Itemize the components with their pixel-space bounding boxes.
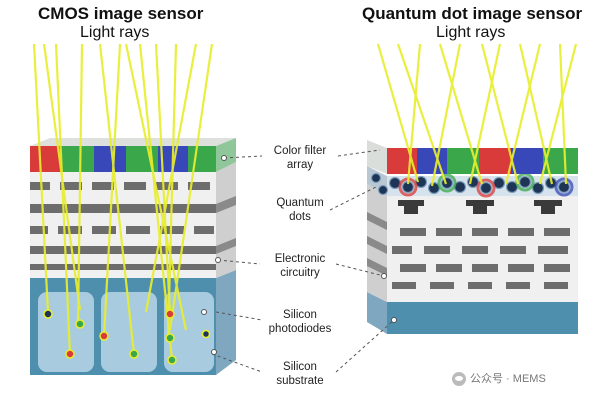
watermark-text: 公众号 · MEMS <box>470 373 546 385</box>
callout-photodiodes-line1: Silicon <box>283 309 317 321</box>
qd-filter-red <box>479 148 511 174</box>
cmos-detection-dot <box>201 329 211 339</box>
callout-electronic-line1: Electronic <box>274 253 326 265</box>
callout-quantum-dots-line1: Quantum <box>276 197 324 209</box>
cmos-title: CMOS image sensor <box>38 4 204 23</box>
cmos-photodiode <box>101 292 157 372</box>
qd-light-rays-label: Light rays <box>436 24 506 41</box>
callout-silicon-substrate: Silicon substrate <box>264 360 336 388</box>
cmos-detection-dot <box>165 309 175 319</box>
cmos-detection-dot <box>165 333 175 343</box>
qd-circuit-blocks <box>392 228 570 289</box>
watermark: 公众号 · MEMS <box>452 370 546 387</box>
qd-filter-blue <box>417 148 447 174</box>
cmos-detection-dot <box>75 319 85 329</box>
cmos-detection-dot <box>65 349 75 359</box>
cmos-detection-dot <box>167 355 177 365</box>
callout-silicon-photodiodes: Silicon photodiodes <box>264 308 336 336</box>
cmos-photodiode <box>38 292 94 372</box>
qd-filter-blue <box>511 148 543 174</box>
callout-substrate-line1: Silicon <box>283 361 317 373</box>
cmos-filter-red <box>30 146 62 172</box>
qd-title: Quantum dot image sensor <box>362 4 583 23</box>
wechat-icon <box>452 372 466 387</box>
callout-leaders <box>211 149 395 373</box>
cmos-detection-dot <box>43 309 53 319</box>
cmos-light-rays-label: Light rays <box>80 24 150 41</box>
callout-color-filter: Color filter array <box>264 144 336 172</box>
cmos-filter-green <box>188 146 216 172</box>
qd-filter-side <box>367 140 387 174</box>
callout-photodiodes-line2: photodiodes <box>268 323 332 335</box>
qd-substrate-side <box>367 292 387 334</box>
qd-light-rays <box>376 43 578 187</box>
qd-circuit-side-blocks <box>367 212 387 276</box>
cmos-circuit-side-blocks <box>216 196 236 254</box>
callout-color-filter-line2: array <box>286 159 314 171</box>
cmos-substrate-side <box>216 270 236 375</box>
qd-sensor <box>367 43 578 334</box>
callout-points <box>201 155 397 355</box>
callout-electronic-line2: circuitry <box>280 267 320 279</box>
cmos-filter-green <box>62 146 94 172</box>
callout-substrate-line2: substrate <box>276 375 324 387</box>
cmos-filter-side <box>216 138 236 172</box>
callout-quantum-dots: Quantum dots <box>264 196 336 224</box>
qd-silicon-substrate <box>387 302 578 334</box>
callout-color-filter-line1: Color filter <box>273 145 327 157</box>
cmos-filter-blue <box>94 146 126 172</box>
cmos-sensor <box>30 43 236 375</box>
cmos-light-rays <box>32 43 214 361</box>
callout-electronic-circuitry: Electronic circuitry <box>264 252 336 280</box>
callout-quantum-dots-line2: dots <box>289 211 311 223</box>
cmos-detection-dot <box>129 349 139 359</box>
qd-contact-pads <box>398 200 562 214</box>
cmos-detection-dot <box>99 331 109 341</box>
